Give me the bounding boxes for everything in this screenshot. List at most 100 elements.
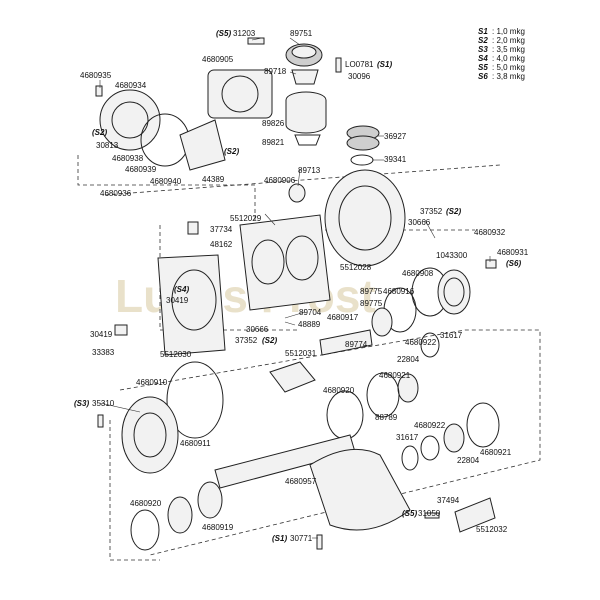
housing-5512028	[324, 169, 406, 267]
ring-39341	[350, 154, 374, 166]
legend-key-s2: S2	[478, 36, 488, 45]
label-4680939: 4680939	[125, 165, 157, 174]
label-s4: (S4)	[174, 285, 189, 294]
ring-31617-lower	[401, 445, 419, 471]
dashed-axis-upper	[104, 164, 501, 196]
label-5512031: 5512031	[285, 349, 317, 358]
label-88789: 88789	[375, 413, 398, 422]
label-31203: 31203	[233, 29, 256, 38]
label-37352-lower: 37352	[235, 336, 258, 345]
label-89775-top: 89775	[360, 287, 383, 296]
label-30419: 30419	[90, 330, 113, 339]
label-4680921-lower: 4680921	[480, 448, 512, 457]
leader-35310	[99, 402, 141, 413]
leader-37352	[424, 219, 436, 239]
label-4680906: 4680906	[264, 176, 296, 185]
legend-key-s4: S4	[478, 54, 488, 63]
label-s1-bottom: (S1)	[272, 534, 287, 543]
label-39341: 39341	[384, 155, 407, 164]
bevel-gear-89751-face	[291, 45, 317, 59]
label-22804-lower: 22804	[457, 456, 480, 465]
bearing-22804-lower	[443, 423, 465, 453]
label-22804-upper: 22804	[397, 355, 420, 364]
label-30771: 30771	[290, 534, 313, 543]
label-36927: 36927	[384, 132, 407, 141]
bracket-5512031	[269, 361, 316, 393]
screw-30419	[114, 324, 128, 336]
label-4680905: 4680905	[202, 55, 234, 64]
ring-4680922-upper	[420, 332, 440, 358]
dashed-outline-left	[109, 420, 160, 561]
label-30813: 30813	[96, 141, 119, 150]
label-s1-top: (S1)	[377, 60, 392, 69]
legend-value-s3: : 3,5 mkg	[492, 45, 525, 54]
label-4680932: 4680932	[474, 228, 506, 237]
cover-4680934	[99, 89, 161, 151]
label-37352: 37352	[420, 207, 443, 216]
cone-89718	[291, 69, 319, 85]
label-31617-upper: 31617	[440, 331, 463, 340]
gear-36927-lower	[346, 135, 380, 151]
legend-key-s5: S5	[478, 63, 488, 72]
gasket-4680910	[166, 361, 224, 439]
cover-1043300-inner	[443, 277, 465, 307]
housing-5512030-bore	[171, 269, 217, 331]
label-89718: 89718	[264, 67, 287, 76]
label-30419-top: 30419	[166, 296, 189, 305]
label-48162: 48162	[210, 240, 233, 249]
bell-housing-88789	[309, 448, 411, 531]
label-30096: 30096	[348, 72, 371, 81]
torque-legend: S1 : 1,0 mkg S2 : 2,0 mkg S3 : 3,5 mkg S…	[478, 27, 525, 81]
legend-value-s6: : 3,8 mkg	[492, 72, 525, 81]
label-4680920-upper: 4680920	[323, 386, 355, 395]
label-4680957: 4680957	[285, 477, 317, 486]
bearing-89713	[288, 183, 306, 203]
label-31617-lower: 31617	[396, 433, 419, 442]
label-4680921-upper: 4680921	[379, 371, 411, 380]
flange-4680911	[121, 396, 179, 474]
label-4680911: 4680911	[180, 439, 211, 448]
label-5512032: 5512032	[476, 525, 508, 534]
label-5512030: 5512030	[160, 350, 192, 359]
label-44389: 44389	[202, 175, 225, 184]
leader-89718	[289, 71, 297, 75]
ring-4680922-lower	[420, 435, 440, 461]
cap-4680940	[179, 119, 226, 171]
label-s6: (S6)	[506, 259, 521, 268]
label-30666-lower: 30666	[246, 325, 269, 334]
label-89704: 89704	[299, 308, 322, 317]
legend-key-s1: S1	[478, 27, 488, 36]
legend-value-s4: : 4,0 mkg	[492, 54, 525, 63]
parts	[95, 37, 500, 551]
label-s2-left: (S2)	[92, 128, 107, 137]
disc-4680920-upper	[326, 390, 364, 440]
label-35310: 35310	[92, 399, 115, 408]
clip-89821	[294, 134, 321, 146]
screw-4680931	[485, 259, 497, 269]
label-4680920-lower: 4680920	[130, 499, 162, 508]
block-5512029	[239, 214, 331, 311]
label-4680940: 4680940	[150, 177, 182, 186]
bolt-31203	[247, 37, 265, 45]
label-30666: 30666	[408, 218, 431, 227]
leader-89704	[284, 311, 306, 319]
label-48889: 48889	[298, 320, 321, 329]
bolt-31050	[424, 512, 440, 519]
block-5512029-bore-left	[251, 239, 285, 285]
bearing-4680919	[167, 496, 193, 534]
leader-5512029	[264, 213, 276, 226]
label-4680935: 4680935	[80, 71, 112, 80]
legend-value-s2: : 2,0 mkg	[492, 36, 525, 45]
dashed-outline-lower	[119, 329, 541, 556]
bolt-35310	[97, 414, 104, 428]
leader-48889	[284, 321, 296, 326]
leader-31203	[251, 37, 263, 41]
bracket-5512032	[454, 497, 496, 533]
legend-value-s5: : 5,0 mkg	[492, 63, 525, 72]
legend-key-s6: S6	[478, 72, 488, 81]
label-lo0781: LO0781	[345, 60, 374, 69]
shaft-89774	[319, 329, 373, 356]
leader-89751	[289, 37, 301, 46]
housing-5512030	[157, 254, 226, 356]
label-37494: 37494	[437, 496, 460, 505]
